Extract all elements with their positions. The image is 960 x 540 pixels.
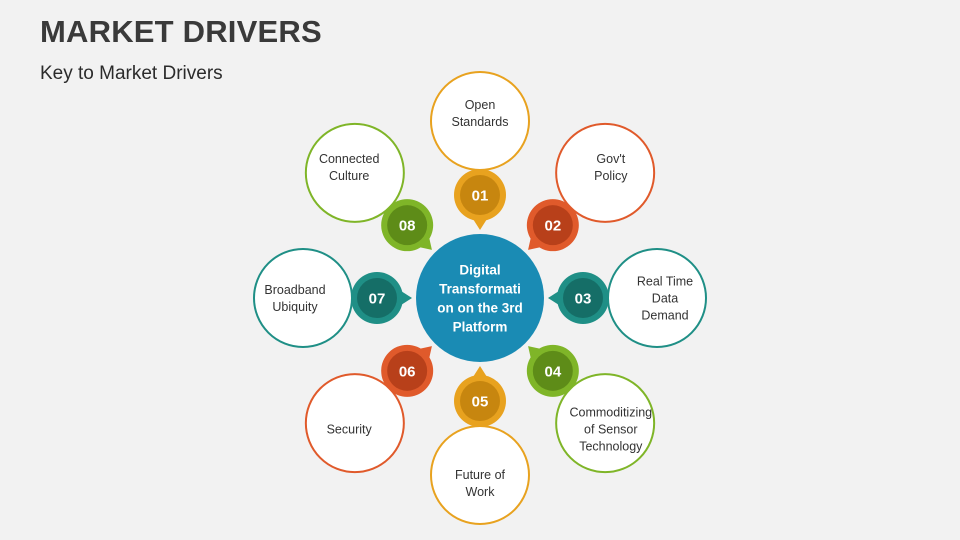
driver-07-label-line: Broadband [264, 283, 325, 297]
driver-03-number: 03 [575, 291, 592, 308]
driver-07-pointer [401, 291, 412, 305]
driver-03-label-line: Real Time [637, 275, 693, 289]
center-hub-label-line: on on the 3rd [437, 301, 523, 316]
driver-05-label-line: Work [466, 485, 496, 499]
driver-06-number: 06 [399, 363, 416, 380]
driver-08-number: 08 [399, 218, 416, 235]
driver-05-badge-core [460, 381, 500, 421]
driver-04-badge [526, 344, 579, 397]
driver-01-number: 01 [472, 188, 489, 205]
driver-02-number: 02 [544, 218, 561, 235]
driver-05-pointer [473, 366, 487, 377]
badges-layer: 01 02 03 04 05 06 07 08 [351, 169, 609, 427]
driver-02-badge [526, 199, 579, 252]
driver-02-pointer [528, 237, 541, 250]
driver-01-label-line: Standards [452, 115, 509, 129]
driver-04-label-line: Technology [579, 439, 643, 453]
driver-04-label-line: Commoditizing [569, 405, 652, 419]
driver-03-pointer [548, 291, 559, 305]
driver-02-ring [555, 122, 656, 223]
driver-02-badge-core [532, 205, 573, 246]
driver-07-ring [253, 248, 353, 348]
slide-subtitle: Key to Market Drivers [40, 63, 223, 84]
driver-06-badge-core [387, 350, 428, 391]
driver-03-label-line: Demand [641, 309, 688, 323]
driver-07-number: 07 [369, 291, 386, 308]
driver-04-ring [555, 373, 656, 474]
driver-06-label-line: Security [327, 422, 373, 436]
driver-06-badge [381, 344, 434, 397]
driver-03-badge [548, 272, 609, 324]
driver-08-badge-core [387, 205, 428, 246]
driver-01-badge-core [460, 175, 500, 215]
driver-07-badge-core [357, 278, 397, 318]
center-hub-label-line: Platform [453, 320, 508, 335]
driver-04-pointer [528, 346, 541, 359]
slide-title: MARKET DRIVERS [40, 14, 322, 49]
driver-04-badge-core [532, 350, 573, 391]
driver-04-number: 04 [544, 363, 561, 380]
driver-08-ring [304, 122, 405, 223]
driver-01-label-line: Open [465, 98, 496, 112]
driver-02-label-line: Policy [594, 169, 628, 183]
driver-06-label: Security [327, 422, 373, 436]
center-hub-label-line: Transformati [439, 282, 521, 297]
center-hub-circle [416, 234, 544, 362]
driver-02-label-line: Gov't [596, 152, 625, 166]
driver-05-label: Future of Work [455, 468, 506, 499]
driver-01-pointer [473, 219, 487, 230]
driver-03-badge-core [563, 278, 603, 318]
center-hub-label-line: Digital [459, 263, 500, 278]
driver-05-badge [454, 366, 506, 427]
driver-05-label-line: Future of [455, 468, 506, 482]
driver-05-number: 05 [472, 394, 489, 411]
driver-01-badge [454, 169, 506, 230]
driver-07-badge [351, 272, 412, 324]
driver-03-label-line: Data [652, 292, 678, 306]
driver-04-label-line: of Sensor [584, 422, 638, 436]
driver-06-ring [304, 373, 405, 474]
driver-08-badge [381, 199, 434, 252]
driver-07-label-line: Ubiquity [272, 300, 318, 314]
driver-08-label-line: Connected [319, 152, 380, 166]
driver-08-label-line: Culture [329, 169, 369, 183]
